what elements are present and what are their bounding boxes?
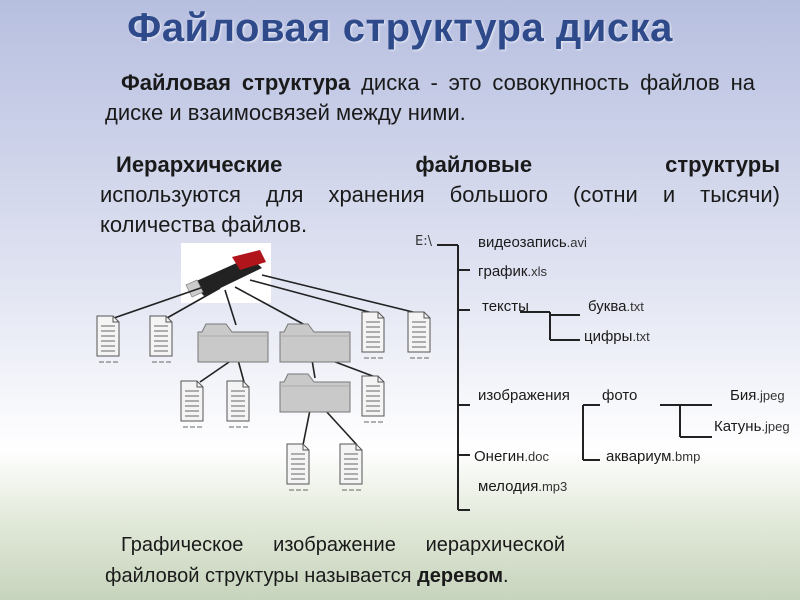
tree-item-name: фото	[602, 387, 638, 404]
file-icon	[96, 315, 120, 363]
tree-item-name: буква	[588, 298, 627, 315]
file-icon	[407, 311, 431, 359]
tree-item-name: цифры	[584, 328, 633, 345]
file-icon	[361, 311, 385, 359]
hierarchy-first-line: Иерархические файловые структуры	[100, 150, 780, 180]
slide-title: Файловая структура диска	[127, 6, 673, 50]
tree-definition-text: Графическое изображение иерархической фа…	[105, 534, 565, 587]
tree-definition-term: деревом	[417, 565, 503, 587]
tree-item-biya: Бия.jpeg	[730, 387, 785, 404]
file-icon	[149, 315, 173, 363]
tree-item-graph: график.xls	[478, 263, 547, 280]
tree-item-images: изображения	[478, 387, 570, 404]
tree-item-onegin: Онегин.doc	[474, 448, 549, 465]
tree-item-ext: .avi	[566, 235, 587, 250]
tree-item-name: видеозапись	[478, 234, 567, 251]
file-icon	[286, 443, 310, 491]
folder-icon	[279, 373, 351, 413]
hierarchy-word-2: файловые	[415, 152, 533, 177]
hierarchy-text: используются для хранения большого (сотн…	[100, 182, 780, 237]
tree-item-texts: тексты	[482, 298, 529, 315]
file-icon	[361, 375, 385, 423]
tree-item-bukva: буква.txt	[588, 298, 644, 315]
tree-item-foto: фото	[602, 387, 637, 404]
tree-definition-end: .	[503, 565, 509, 587]
definition-text: диска - это совокупность файлов на диске…	[105, 70, 755, 125]
tree-item-ext: .xls	[527, 264, 547, 279]
tree-item-name: изображения	[478, 387, 570, 404]
tree-item-katun: Катунь.jpeg	[714, 418, 790, 435]
definition-term: Файловая структура	[121, 70, 351, 95]
tree-root-label: E:\	[415, 234, 432, 249]
tree-item-ext: .jpeg	[756, 388, 785, 403]
hierarchy-word-1: Иерархические	[116, 152, 283, 177]
tree-item-melody: мелодия.mp3	[478, 478, 567, 495]
tree-item-name: тексты	[482, 298, 529, 315]
hierarchy-word-3: структуры	[665, 152, 780, 177]
tree-item-ext: .txt	[632, 329, 650, 344]
tree-item-video: видеозапись.avi	[478, 234, 587, 251]
tree-item-name: Бия	[730, 387, 757, 404]
tree-item-ext: .doc	[524, 449, 550, 464]
tree-item-name: график	[478, 263, 528, 280]
tree-item-cifry: цифры.txt	[584, 328, 650, 345]
file-icon	[226, 380, 250, 428]
folder-icon	[279, 323, 351, 363]
tree-item-ext: .bmp	[671, 449, 701, 464]
tree-item-ext: .mp3	[538, 479, 568, 494]
usb-drive-icon	[185, 250, 266, 298]
file-icon	[339, 443, 363, 491]
tree-item-name: мелодия	[478, 478, 539, 495]
hierarchy-paragraph: Иерархические файловые структуры использ…	[100, 150, 780, 240]
tree-item-name: аквариум	[606, 448, 672, 465]
file-icon	[180, 380, 204, 428]
definition-paragraph: Файловая структура диска - это совокупно…	[105, 68, 755, 128]
tree-definition-paragraph: Графическое изображение иерархической фа…	[105, 530, 565, 592]
tree-item-name: Катунь	[714, 418, 762, 435]
tree-item-name: Онегин	[474, 448, 525, 465]
tree-item-ext: .txt	[626, 299, 644, 314]
tree-item-ext: .jpeg	[761, 419, 790, 434]
tree-item-aquarium: аквариум.bmp	[606, 448, 700, 465]
folder-icon	[197, 323, 269, 363]
